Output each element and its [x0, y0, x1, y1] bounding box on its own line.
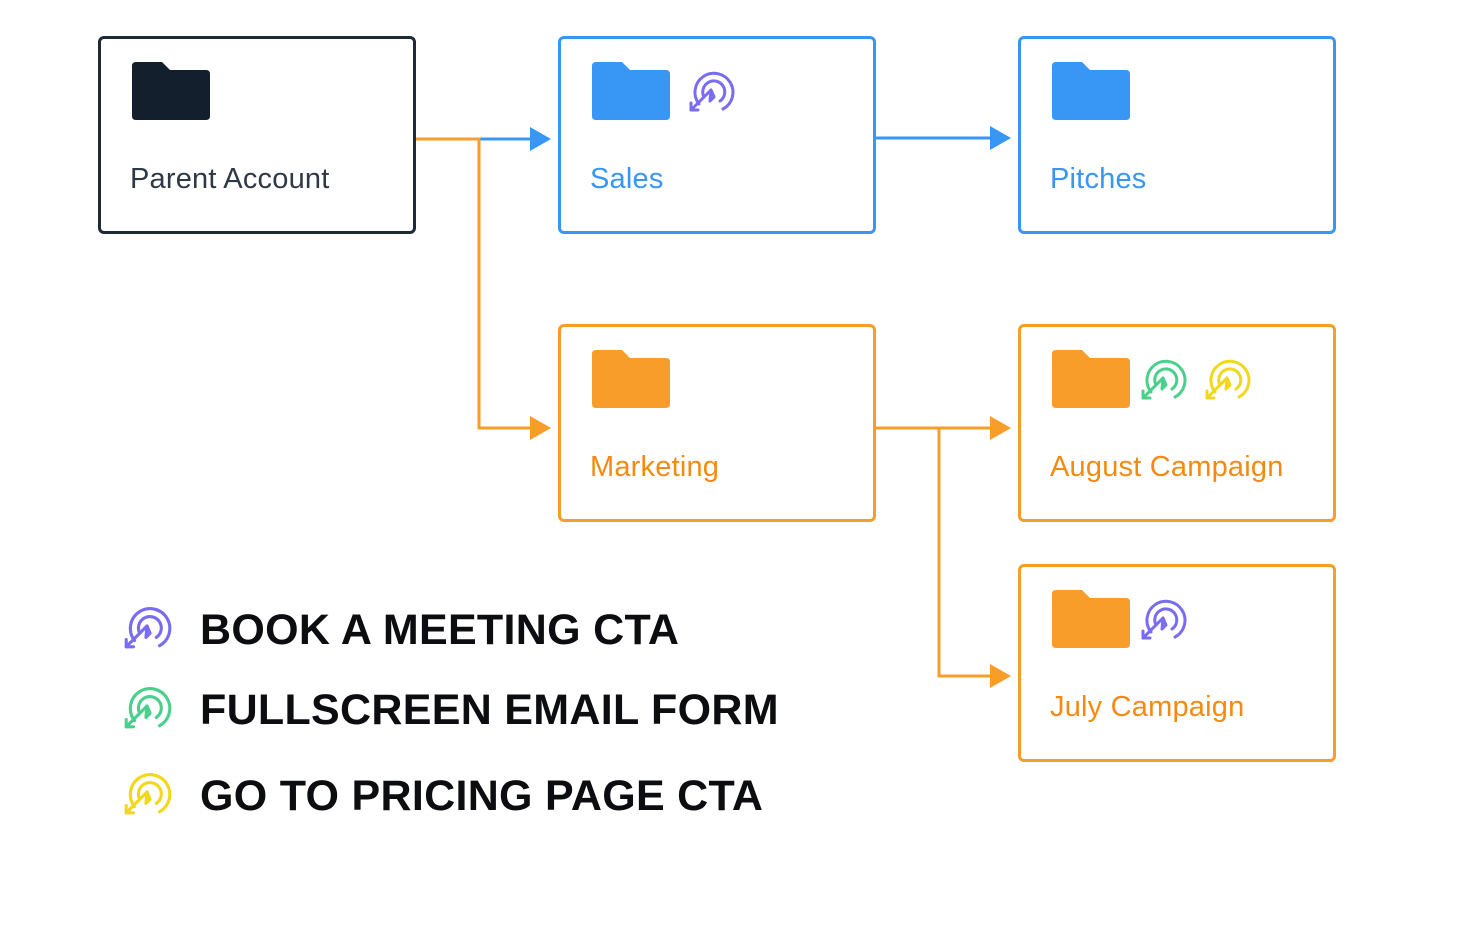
node-july-campaign[interactable]: July Campaign: [1018, 564, 1336, 762]
pricing-cta-icon: [124, 773, 172, 815]
node-label: Pitches: [1050, 163, 1147, 195]
folder-icon: [132, 62, 210, 120]
fullscreen-email-cta-icon: [1141, 359, 1187, 400]
folder-icon: [1052, 590, 1130, 648]
node-parent-account[interactable]: Parent Account: [98, 36, 416, 234]
connector-marketing-to-july: [937, 428, 1011, 688]
folder-icon: [592, 350, 670, 408]
node-label: July Campaign: [1050, 691, 1245, 723]
folder-icon: [592, 62, 670, 120]
legend-label: FULLSCREEN EMAIL FORM: [200, 686, 779, 734]
node-august-campaign[interactable]: August Campaign: [1018, 324, 1336, 522]
node-label: August Campaign: [1050, 451, 1284, 483]
book-meeting-cta-icon: [689, 71, 735, 112]
node-pitches[interactable]: Pitches: [1018, 36, 1336, 234]
legend-label: BOOK A MEETING CTA: [200, 606, 680, 654]
node-marketing[interactable]: Marketing: [558, 324, 876, 522]
legend-label: GO TO PRICING PAGE CTA: [200, 772, 764, 820]
connector-parent-to-marketing: [416, 137, 551, 440]
node-label: Parent Account: [130, 163, 330, 195]
pricing-cta-icon: [1205, 359, 1251, 400]
book-meeting-cta-icon: [1141, 599, 1187, 640]
node-label: Sales: [590, 163, 664, 195]
node-sales[interactable]: Sales: [558, 36, 876, 234]
folder-icon: [1052, 350, 1130, 408]
book-meeting-cta-icon: [124, 607, 172, 649]
node-label: Marketing: [590, 451, 720, 483]
fullscreen-email-cta-icon: [124, 687, 172, 729]
folder-icon: [1052, 62, 1130, 120]
